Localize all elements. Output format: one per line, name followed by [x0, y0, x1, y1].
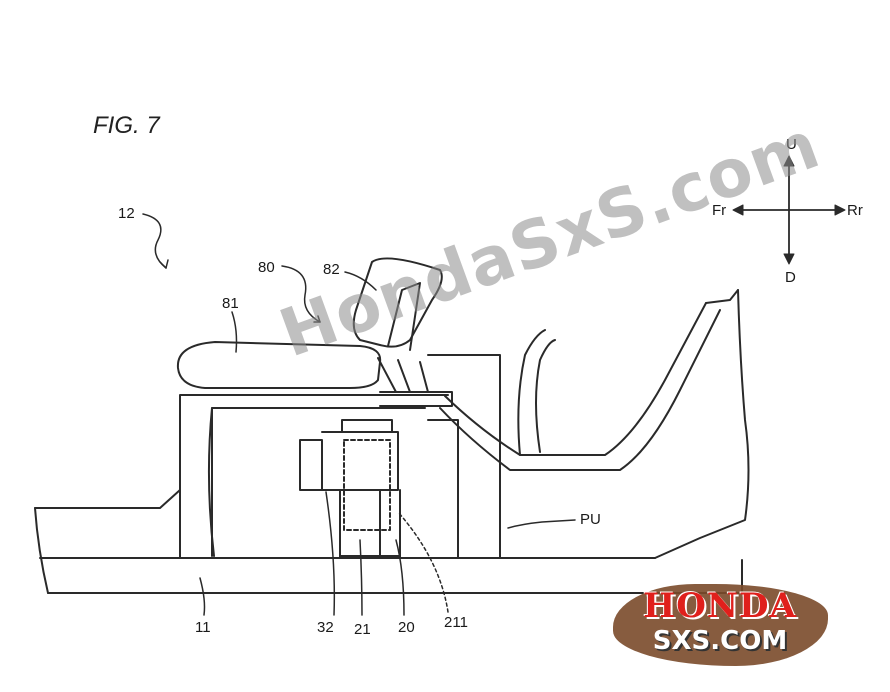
bracket-21 — [339, 489, 401, 559]
leader-20 — [395, 539, 405, 616]
seat-cushion — [176, 341, 382, 389]
frame-tube-upper — [444, 302, 707, 456]
leader-82 — [344, 271, 377, 291]
ref-label-21: 21 — [354, 621, 371, 638]
front-step — [34, 489, 181, 509]
compass-rear-label: Rr — [847, 202, 863, 219]
frame-loop-b — [535, 339, 556, 453]
site-logo: HONDA SXS.COM — [605, 580, 835, 670]
compass-down-label: D — [785, 269, 796, 286]
logo-top-text: HONDA — [643, 586, 797, 626]
compass-front-label: Fr — [712, 202, 727, 219]
logo-bottom-text: SXS.COM — [652, 626, 788, 656]
leader-32 — [325, 491, 336, 616]
ref-label-32: 32 — [317, 619, 334, 636]
leader-12 — [142, 213, 167, 269]
floor-left-end — [34, 507, 49, 594]
frame-tube-lower — [439, 309, 721, 471]
compass-arrowheads — [732, 155, 846, 265]
leader-211 — [397, 511, 449, 613]
ref-label-11: 11 — [195, 619, 211, 636]
leader-80-arrow — [313, 315, 321, 323]
leader-11 — [199, 577, 206, 616]
ref-label-20: 20 — [398, 619, 415, 636]
seat-base-frame-inner — [211, 407, 426, 557]
leader-PU — [507, 519, 576, 529]
ref-label-PU: PU — [580, 511, 601, 528]
seat-base-inner-curve — [207, 407, 215, 557]
ref-label-82: 82 — [323, 261, 340, 278]
seat-back — [352, 257, 443, 348]
seat-base-frame-outer — [179, 394, 449, 559]
seat-back-post — [377, 357, 429, 393]
leader-81 — [231, 311, 238, 353]
ref-label-12: 12 — [118, 205, 135, 222]
ref-label-81: 81 — [222, 295, 239, 312]
power-unit-box — [427, 354, 501, 559]
compass-up-label: U — [786, 136, 797, 153]
frame-loop-a — [517, 329, 546, 456]
ref-label-211: 211 — [444, 614, 468, 631]
logo-mud-splash — [613, 584, 828, 666]
holder-32 — [299, 431, 399, 491]
seat-back-strut — [387, 282, 421, 351]
leader-12-arrow — [159, 259, 169, 269]
rear-upper-frame — [705, 289, 739, 304]
bracket-top — [341, 419, 393, 433]
leader-21 — [359, 539, 363, 616]
figure-title: FIG. 7 — [93, 112, 160, 139]
seat-mount-plate — [379, 391, 453, 407]
rear-body-outline — [654, 289, 750, 559]
battery-20-dashed — [343, 439, 391, 531]
ref-label-80: 80 — [258, 259, 275, 276]
leader-80 — [281, 265, 321, 323]
